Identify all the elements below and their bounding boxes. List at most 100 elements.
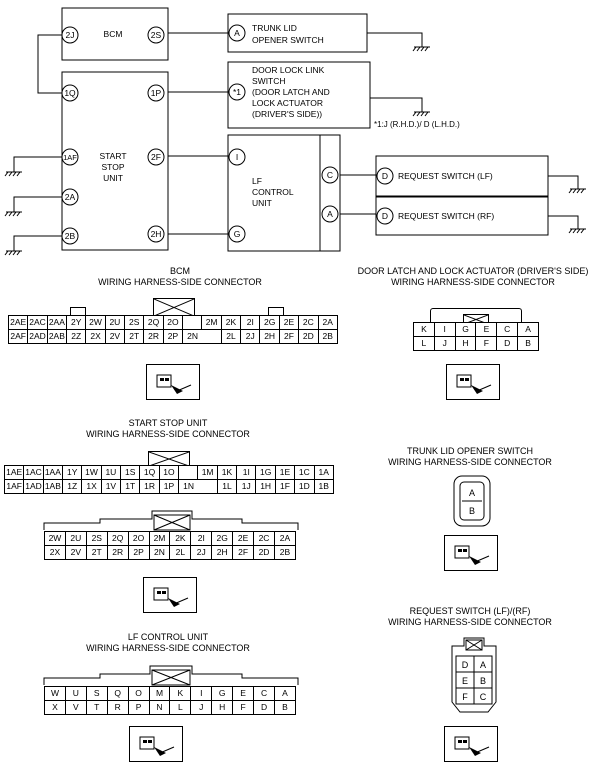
req-pin-d: D [462,660,469,670]
connector-pin: I [190,686,213,701]
connector-pin: 1Y [62,465,83,480]
start-stop-unit-block [61,71,169,251]
probe-icon [446,364,500,400]
req-pin-c: C [480,692,487,702]
lf-connector-title: LF CONTROL UNIT WIRING HARNESS-SIDE CONN… [68,632,268,654]
req-connector-body: D A E B F C [451,637,497,713]
connector-pin: D [253,700,275,715]
lf-title-line2: CONTROL [252,187,294,197]
connector-pin: 1T [120,479,141,494]
pin-ssu-1q: 1Q [64,88,76,98]
pin-lf-c: C [327,170,333,180]
connector-pin: 1V [100,479,122,494]
connector-pin: 2J [240,329,261,344]
connector-pin: 2X [85,329,106,344]
connector-pin: 2D [253,545,275,560]
lf-control-unit-block [227,134,341,252]
connector-pin: 1M [197,465,218,480]
pin-trunk-a: A [234,28,240,38]
connector-pin: 2U [64,531,87,546]
bcm-title: BCM [104,29,123,39]
lf-title-line3: UNIT [252,198,272,208]
trunk-connector-body: A B [453,475,491,527]
req-pin-e: E [462,676,468,686]
ground-wire-req-rf [548,215,579,229]
trunk-connector-title: TRUNK LID OPENER SWITCH WIRING HARNESS-S… [360,446,580,468]
pin-req-rf-d: D [382,211,388,221]
footnote: *1:J (R.H.D.)/ D (L.H.D.) [374,120,460,129]
connector-pin: 2K [169,531,192,546]
connector-pin: 1L [216,479,238,494]
pin-ssu-2f: 2F [151,152,161,162]
req-pin-f: F [462,692,468,702]
connector-pin: 1AA [42,465,64,480]
req-rf-label: REQUEST SWITCH (RF) [398,211,494,221]
connector-pin: I [433,322,456,337]
pin-ssu-2h: 2H [151,229,162,239]
connector-pin: 1AC [23,465,44,480]
connector-pin: 2F [232,545,255,560]
connector-pin: 2E [278,315,300,330]
probe-icon [444,535,498,571]
door-lock-switch-block [227,61,371,129]
bcm-connector-title: BCM WIRING HARNESS-SIDE CONNECTOR [80,266,280,288]
connector-pin: 2M [148,531,171,546]
pin-ssu-2a: 2A [65,192,76,202]
bcm-connector-title-line1: BCM [170,266,190,276]
pin-lf-g: G [234,229,241,239]
connector-pin: 2Q [106,531,129,546]
req-pin-b: B [480,676,486,686]
bcm-connector-key [153,298,195,317]
req-connector-title: REQUEST SWITCH (LF)/(RF) WIRING HARNESS-… [360,606,580,628]
connector-pin: P [127,700,150,715]
connector-pin: 1AB [42,479,64,494]
req-lf-label: REQUEST SWITCH (LF) [398,171,493,181]
connector-pin: 2M [201,315,222,330]
req-pin-a: A [480,660,486,670]
ground-wire-trunk [367,32,423,47]
connector-pin: 2AA [46,315,68,330]
connector-pin: 2H [211,545,234,560]
connector-pin: N [148,700,171,715]
connector-pin: 2G [259,315,280,330]
connector-pin: 1R [139,479,160,494]
door-label-line3: (DOOR LATCH AND [252,87,330,97]
pin-bcm-2j: 2J [66,30,75,40]
connector-pin: 1AD [23,479,44,494]
bcm-connector-latch [268,307,284,316]
req-connector-title-line2: WIRING HARNESS-SIDE CONNECTOR [388,617,552,627]
connector-pin: H [211,700,234,715]
connector-pin: L [413,336,435,351]
door-connector-title: DOOR LATCH AND LOCK ACTUATOR (DRIVER'S S… [343,266,603,288]
connector-pin: 2N [182,329,222,344]
trunk-label-line1: TRUNK LID [252,23,297,33]
connector-pin: F [232,700,255,715]
ground-wire-2b [13,235,62,251]
connector-pin: B [273,700,297,715]
connector-pin: A [517,322,539,337]
trunk-switch-block [227,13,368,53]
ssu-title-line2: STOP [102,162,125,172]
connector-pin: X [44,700,66,715]
connector-pin: 2AE [7,315,29,330]
probe-icon [146,364,200,400]
ssu-connector-title-line1: START STOP UNIT [128,418,208,428]
connector-pin: 1D [294,479,315,494]
connector-pin: U [64,686,87,701]
connector-pin: K [413,322,435,337]
connector-pin: 1N [178,479,218,494]
connector-pin: 2AD [27,329,48,344]
ground-wire-door [370,97,423,112]
trunk-pin-b: B [469,506,475,516]
connector-pin: 1Q [139,465,160,480]
connector-pin: 1J [236,479,257,494]
door-label-line1: DOOR LOCK LINK [252,65,325,75]
lf-connector-title-line2: WIRING HARNESS-SIDE CONNECTOR [86,643,250,653]
